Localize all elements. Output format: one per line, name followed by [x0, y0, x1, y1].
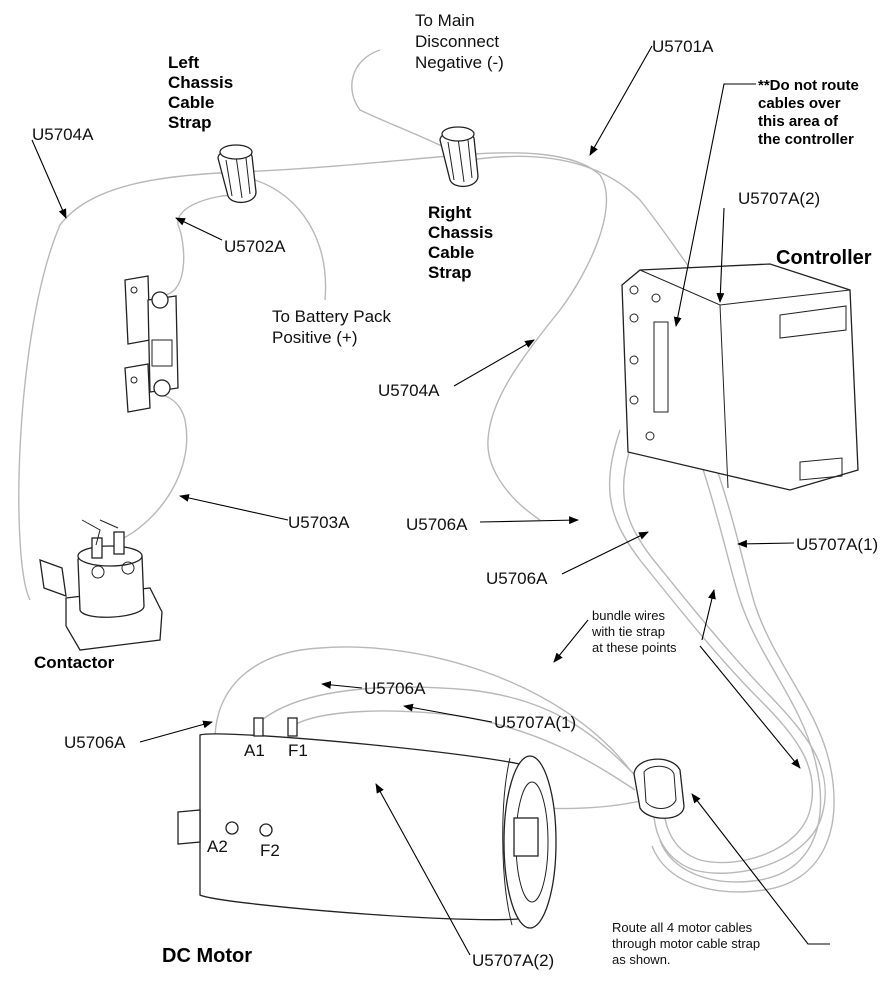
leader-u5707a-2-ctrl [716, 207, 725, 303]
leader-bundle-right [699, 645, 801, 769]
leader-u5707a-1-ctrl [737, 539, 795, 548]
leader-u5706a-1 [479, 516, 579, 525]
leader-u5707a-2-motor [375, 783, 471, 956]
leader-u5703a [179, 494, 289, 521]
callout-u5707a-1-ctrl: U5707A(1) [796, 535, 878, 554]
cable-u5703a [119, 394, 188, 541]
callout-u5706a-left: U5706A [64, 733, 126, 752]
callout-u5701a: U5701A [652, 37, 714, 56]
cable-battery [254, 179, 327, 301]
callout-u5707a-2-ctrl: U5707A(2) [738, 189, 820, 208]
controller-title: Controller [776, 247, 872, 269]
leader-u5706a-left [139, 720, 213, 743]
leader-route-motor [691, 793, 830, 945]
leader-u5704a-mid [453, 339, 535, 387]
leader-u5704a-top [31, 139, 67, 219]
fuse-assembly [124, 275, 179, 413]
do-not-route-note: **Do not route cables over this area of … [758, 77, 863, 148]
leader-u5701a [589, 45, 653, 156]
cable-u5704a-loop [18, 152, 608, 601]
terminal-f1: F1 [288, 741, 308, 760]
cable-u5707a-2 [651, 454, 835, 893]
callout-u5706a-motor: U5706A [364, 679, 426, 698]
cable-disconnect [351, 49, 451, 151]
right-strap-label: Right Chassis Cable Strap [428, 203, 498, 282]
callout-u5707a-2-motor: U5707A(2) [472, 951, 554, 970]
leader-u5706a-motor [321, 680, 363, 689]
leader-bundle-mid [701, 589, 716, 641]
leader-lines [31, 45, 830, 956]
callout-u5704a-top: U5704A [32, 125, 94, 144]
callout-u5703a: U5703A [288, 513, 350, 532]
callout-u5706a-2: U5706A [486, 569, 548, 588]
callout-u5704a-mid: U5704A [378, 381, 440, 400]
dc-motor [177, 717, 557, 929]
left-chassis-strap [217, 144, 257, 203]
cable-u5707a-1 [659, 459, 822, 883]
main-disconnect-note: To Main Disconnect Negative (-) [415, 11, 504, 72]
controller-box [621, 263, 859, 491]
leader-u5706a-2 [561, 531, 649, 575]
motor-cable-strap [633, 758, 685, 819]
terminal-f2: F2 [260, 841, 280, 860]
motor-title: DC Motor [162, 945, 252, 967]
leader-do-not-route [673, 83, 756, 327]
leader-bundle-left [553, 619, 589, 663]
leader-u5702a [175, 217, 223, 241]
bundle-note: bundle wires with tie strap at these poi… [591, 608, 677, 655]
route-motor-note: Route all 4 motor cables through motor c… [612, 920, 764, 967]
terminal-a2: A2 [207, 837, 228, 856]
cable-motor-a1 [261, 686, 641, 781]
leader-u5707a-1-motor [403, 703, 493, 723]
callout-u5702a: U5702A [224, 237, 286, 256]
callout-u5706a-1: U5706A [406, 515, 468, 534]
right-chassis-strap [439, 126, 479, 187]
contactor-title: Contactor [34, 653, 115, 672]
battery-pack-note: To Battery Pack Positive (+) [272, 307, 396, 347]
terminal-a1: A1 [244, 741, 265, 760]
contactor [39, 519, 163, 651]
left-strap-label: Left Chassis Cable Strap [168, 53, 238, 132]
callout-u5707a-1-motor: U5707A(1) [494, 713, 576, 732]
